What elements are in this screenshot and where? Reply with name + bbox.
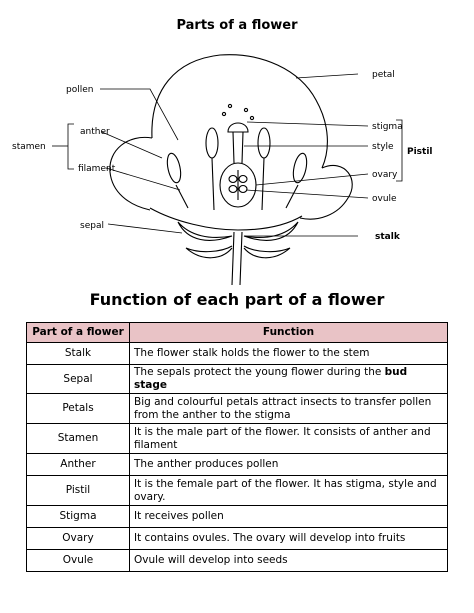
label-petal: petal — [372, 70, 395, 80]
sepal-shape — [243, 245, 291, 259]
flower-diagram: pollen anther stamen filament sepal peta… — [12, 54, 433, 286]
table-row: Petals Big and colourful petals attract … — [26, 393, 448, 425]
receptacle-shape — [149, 207, 303, 231]
ovule-shape — [228, 184, 238, 194]
label-pollen: pollen — [66, 85, 93, 95]
filament-shape — [175, 184, 189, 209]
table-row: Anther The anther produces pollen — [26, 453, 448, 477]
pollen-shape — [249, 115, 255, 121]
label-stigma: stigma — [372, 122, 403, 132]
highlight-text: bud stage — [134, 366, 408, 392]
anther-shape — [166, 152, 182, 184]
table-row: Ovule Ovule will develop into seeds — [26, 549, 448, 573]
label-sepal: sepal — [80, 221, 104, 231]
ovule-shape — [238, 174, 248, 184]
label-ovule: ovule — [372, 194, 397, 204]
ovule-shape — [228, 174, 238, 184]
part-cell: Petals — [26, 393, 130, 425]
anther-shape — [205, 127, 219, 159]
flower-drawing — [109, 54, 353, 286]
label-anther: anther — [80, 127, 110, 137]
petal-shape — [109, 136, 153, 211]
function-cell: The flower stalk holds the flower to the… — [129, 342, 448, 365]
table-header-row: Part of a flower Function — [26, 322, 448, 343]
part-cell: Ovule — [26, 549, 130, 573]
function-table: Part of a flower Function Stalk The flow… — [26, 322, 448, 573]
function-title: Function of each part of a flower — [89, 290, 385, 309]
ovule-shape — [238, 184, 248, 194]
part-cell: Ovary — [26, 527, 130, 551]
table-row: Stamen It is the male part of the flower… — [26, 423, 448, 455]
anther-shape — [292, 152, 308, 184]
function-cell: The anther produces pollen — [129, 453, 448, 477]
table-row: Sepal The sepals protect the young flowe… — [26, 363, 448, 395]
label-pistil: Pistil — [407, 147, 433, 157]
function-cell: The sepals protect the young flower duri… — [129, 363, 448, 395]
leader-lines — [52, 73, 403, 237]
part-cell: Stamen — [26, 423, 130, 455]
pollen-shape — [243, 107, 249, 113]
part-cell: Sepal — [26, 363, 130, 395]
part-cell: Stigma — [26, 505, 130, 529]
table-row: Pistil It is the female part of the flow… — [26, 475, 448, 507]
pollen-shape — [221, 111, 227, 117]
label-ovary: ovary — [372, 170, 398, 180]
table-row: Ovary It contains ovules. The ovary will… — [26, 527, 448, 551]
sepal-shape — [243, 221, 299, 241]
function-cell: It contains ovules. The ovary will devel… — [129, 527, 448, 551]
table-row: Stigma It receives pollen — [26, 505, 448, 529]
filament-shape — [211, 157, 215, 211]
table-row: Stalk The flower stalk holds the flower … — [26, 342, 448, 365]
function-cell: It receives pollen — [129, 505, 448, 529]
stalk-shape — [231, 231, 243, 286]
part-cell: Anther — [26, 453, 130, 477]
diagram-labels: pollen anther stamen filament sepal peta… — [12, 70, 433, 242]
anther-shape — [257, 127, 271, 159]
function-cell: It is the female part of the flower. It … — [129, 475, 448, 507]
petal-shape — [299, 165, 353, 220]
petal-shape — [151, 54, 328, 169]
function-cell: It is the male part of the flower. It co… — [129, 423, 448, 455]
label-style: style — [372, 142, 394, 152]
column-header-part: Part of a flower — [26, 322, 130, 343]
part-cell: Pistil — [26, 475, 130, 507]
filament-shape — [285, 184, 299, 209]
function-cell: Big and colourful petals attract insects… — [129, 393, 448, 425]
function-cell: Ovule will develop into seeds — [129, 549, 448, 573]
label-stalk: stalk — [375, 232, 401, 242]
function-text: The sepals protect the young flower duri… — [134, 366, 385, 378]
label-stamen: stamen — [12, 142, 46, 152]
label-filament: filament — [78, 164, 116, 174]
style-shape — [232, 131, 244, 164]
pollen-shape — [227, 103, 233, 109]
sepal-shape — [185, 245, 233, 259]
diagram-title: Parts of a flower — [176, 18, 298, 33]
sepal-shape — [177, 221, 233, 241]
part-cell: Stalk — [26, 342, 130, 365]
stigma-shape — [227, 122, 249, 133]
column-header-function: Function — [129, 322, 448, 343]
